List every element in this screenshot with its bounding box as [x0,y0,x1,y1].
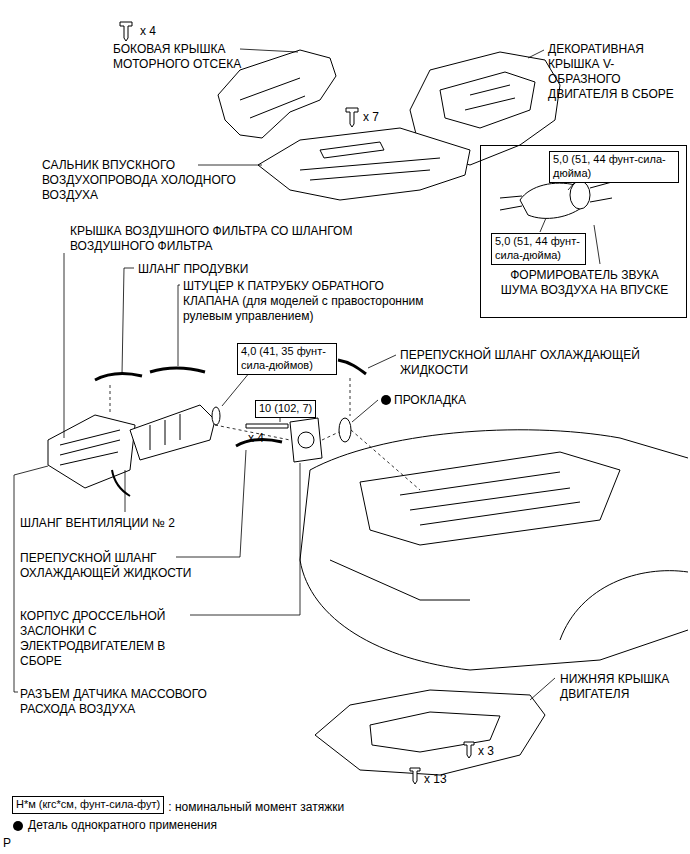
car-hood [310,430,688,470]
side-cover-detail [240,78,305,118]
legend-text: Деталь однократного применения [28,818,217,833]
torque-box: 10 (102, 7) [255,400,316,418]
torque-value: Н*м (кгс*см, фунт-сила-фут) [16,798,160,812]
bolt [246,424,288,428]
part-label: ДЕКОРАТИВНАЯ КРЫШКА V-ОБРАЗНОГО ДВИГАТЕЛ… [548,42,686,102]
air-duct-seal [258,128,470,200]
part-label: ПРОКЛАДКА [394,393,466,408]
legend-torque-box: Н*м (кгс*см, фунт-сила-фут) [12,796,164,814]
torque-box: 5,0 (51, 44 фунт-сила-дюйма) [549,151,679,183]
assembly-lines [110,378,420,490]
part-label: САЛЬНИК ВПУСКНОГО ВОЗДУХОПРОВОДА ХОЛОДНО… [42,158,252,203]
throttle-bore [298,432,314,448]
part-label: НИЖНЯЯ КРЫШКА ДВИГАТЕЛЯ [560,672,685,702]
air-duct-detail [300,142,440,180]
torque-box: 4,0 (41, 35 фунт-сила-дюймов) [237,343,337,375]
part-label: БОКОВАЯ КРЫШКА МОТОРНОГО ОТСЕКА [113,42,263,72]
torque-value: 4,0 (41, 35 фунт-сила-дюймов) [241,345,333,373]
engine-detail [400,472,580,525]
ring [212,407,220,425]
leader-lines [14,49,600,700]
engine-bay [360,452,620,545]
engine-cover-detail [440,72,535,128]
quantity-label: x 7 [363,110,379,125]
purge-hose [95,373,142,380]
legend-text: : номинальный момент затяжки [168,800,344,815]
screw [410,768,420,784]
air-filter-hose-ribs [150,414,180,450]
inset-ground [480,145,687,318]
quantity-label: x 3 [478,744,494,759]
part-label: ШТУЦЕР К ПАТРУБКУ ОБРАТНОГО КЛАПАНА (для… [183,279,428,324]
air-filter-ribs [60,430,120,465]
check-valve-fitting [150,368,205,372]
car-fender [300,470,688,670]
air-filter-hose [130,405,215,460]
page-mark: P [3,836,11,851]
torque-value: 5,0 (51, 44 фунт-сила-дюйма) [495,235,582,263]
legend-swatch [12,820,24,832]
air-filter-cover [48,415,135,488]
quantity-label: x 4 [140,24,156,39]
inset-frame: ФОРМИРОВАТЕЛЬ ЗВУКА ШУМА ВОЗДУХА НА ВПУС… [480,145,687,318]
quantity-label: x 4 [248,431,264,446]
single-use-mark [381,395,391,405]
part-label: ПЕРЕПУСКНОЙ ШЛАНГ ОХЛАЖДАЮЩЕЙ ЖИДКОСТИ [400,348,675,378]
torque-value: 5,0 (51, 44 фунт-сила-дюйма) [553,153,675,181]
engine-under-cover [315,690,545,775]
legend-row: Деталь однократного применения [12,818,217,833]
single-use-mark [13,821,23,831]
gasket [339,418,351,442]
screw [346,108,358,127]
part-label: ПЕРЕПУСКНОЙ ШЛАНГ ОХЛАЖДАЮЩЕЙ ЖИДКОСТИ [20,551,235,581]
part-label: КРЫШКА ВОЗДУШНОГО ФИЛЬТРА СО ШЛАНГОМ ВОЗ… [70,224,410,254]
torque-value: 10 (102, 7) [259,402,312,416]
part-label: ШЛАНГ ВЕНТИЛЯЦИИ № 2 [20,516,175,531]
part-label: ФОРМИРОВАТЕЛЬ ЗВУКА ШУМА ВОЗДУХА НА ВПУС… [491,268,678,298]
part-label: КОРПУС ДРОССЕЛЬНОЙ ЗАСЛОНКИ С ЭЛЕКТРОДВИ… [20,609,195,669]
sound-generator-pipe [500,182,612,210]
part-label: ШЛАНГ ПРОДУВКИ [138,262,248,277]
screw [120,22,132,41]
quantity-label: x 13 [424,772,447,787]
sound-generator-clamp [570,181,590,209]
throttle-body [290,418,322,462]
torque-box: 5,0 (51, 44 фунт-сила-дюйма) [491,233,586,265]
screw [464,742,474,758]
ventilation-hose [112,470,130,496]
car-detail [330,560,688,640]
part-label: РАЗЪЕМ ДАТЧИКА МАССОВОГО РАСХОДА ВОЗДУХА [20,687,260,717]
coolant-hose [338,360,366,374]
